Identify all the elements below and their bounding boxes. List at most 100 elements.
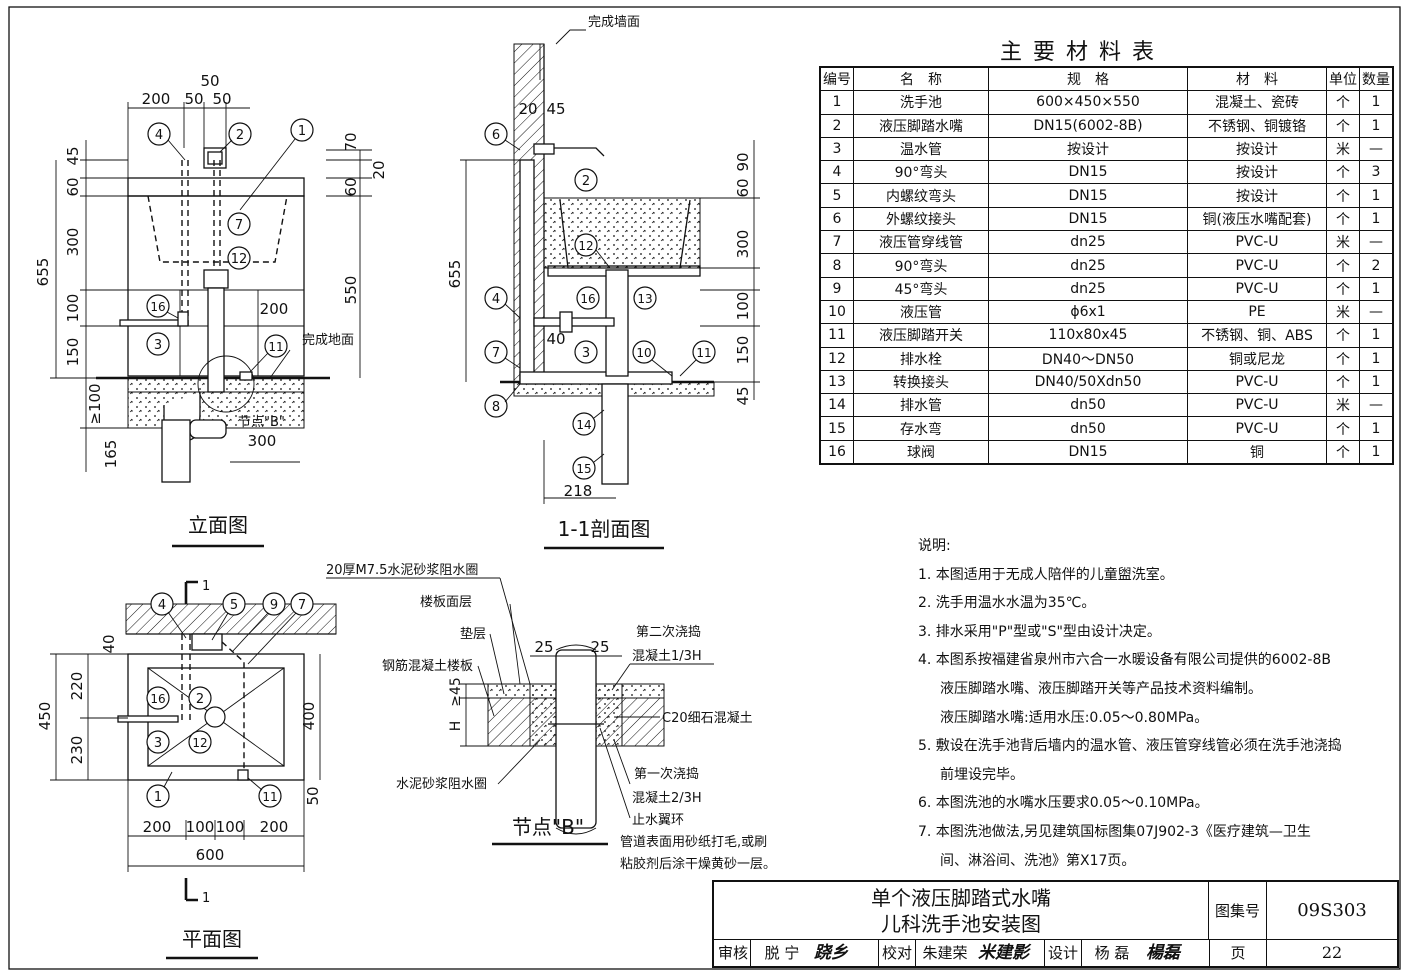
- review-label: 审核: [716, 940, 751, 966]
- cell-qty: 1: [1359, 113, 1394, 138]
- cell-material: 铜: [1187, 439, 1327, 465]
- svg-text:11: 11: [696, 346, 711, 360]
- node-b-title: 节点"B": [512, 815, 584, 839]
- cell-name: 存水弯: [853, 416, 989, 441]
- note-3: 3. 排水采用"P"型或"S"型由设计决定。: [918, 623, 1161, 640]
- cell-material: PVC-U: [1187, 276, 1327, 301]
- cell-name: 球阀: [853, 439, 989, 465]
- cell-name: 液压脚踏水嘴: [853, 113, 989, 138]
- cell-spec: dn25: [988, 253, 1188, 278]
- cell-qty: —: [1359, 230, 1394, 255]
- title-line-1: 单个液压脚踏式水嘴: [871, 886, 1051, 910]
- svg-text:5: 5: [230, 598, 238, 613]
- section-view: 完成墙面 6 2 12 4 16 13 3 7 10 11 8 14 15: [446, 15, 760, 550]
- cell-qty: 1: [1359, 90, 1394, 115]
- svg-text:8: 8: [492, 400, 500, 415]
- svg-text:2: 2: [236, 128, 244, 143]
- cell-unit: 个: [1326, 416, 1360, 441]
- cell-material: PE: [1187, 299, 1327, 325]
- cell-qty: 1: [1359, 439, 1394, 465]
- cell-name: 液压管穿线管: [853, 230, 989, 255]
- cell-spec: DN40/50Xdn50: [988, 369, 1188, 395]
- first-pour-h-label: 混凝土2/3H: [632, 790, 702, 806]
- table-header-row: 编号 名 称 规 格 材 料 单位 数量: [819, 66, 1394, 92]
- plan-view: 1 1 4 5 9 7 16 2 3 12 1 11 450 220 230 4…: [36, 579, 337, 960]
- c20-label: C20细石混凝土: [662, 710, 753, 726]
- dim-p-600: 600: [196, 846, 225, 864]
- dim-e-50a: 50: [184, 90, 203, 108]
- reviewer-signature: 跷乡: [814, 943, 848, 963]
- cell-qty: 2: [1359, 253, 1394, 278]
- svg-text:12: 12: [192, 736, 207, 750]
- cell-spec: DN15(6002-8B): [988, 113, 1188, 138]
- dim-b-ge45: ≥45: [448, 677, 464, 707]
- cell-unit: 个: [1326, 439, 1360, 465]
- cell-material: 铜或尼龙: [1187, 346, 1327, 371]
- note-4b: 液压脚踏水嘴、液压脚踏开关等产品技术资料编制。: [940, 680, 1262, 697]
- svg-text:4: 4: [492, 292, 500, 307]
- cell-qty: 1: [1359, 206, 1394, 232]
- dim-p-100b: 100: [216, 818, 245, 836]
- elevation-title: 立面图: [188, 513, 248, 537]
- title-block: 单个液压脚踏式水嘴 儿科洗手池安装图 图集号 09S303 审核 脱 宁 跷乡 …: [712, 880, 1399, 968]
- second-pour-h-label: 混凝土1/3H: [632, 648, 702, 664]
- dim-e-165: 165: [102, 440, 120, 469]
- svg-text:16: 16: [150, 692, 165, 706]
- notes: 说明: 1. 本图适用于无成人陪伴的儿童盥洗室。 2. 洗手用温水水温为35℃。…: [918, 532, 1342, 875]
- svg-text:14: 14: [576, 418, 591, 432]
- cell-material: PVC-U: [1187, 253, 1327, 278]
- svg-text:7: 7: [298, 598, 306, 613]
- svg-text:10: 10: [636, 346, 651, 360]
- svg-text:11: 11: [268, 340, 283, 354]
- cell-spec: 600×450×550: [988, 90, 1188, 115]
- dim-e-ge100: ≥100: [86, 383, 104, 424]
- dim-s-100: 100: [734, 292, 752, 321]
- elevation-view: 4 2 1 7 12 16 3 11 完成地面 节点"B" 200 50 50 …: [34, 72, 388, 548]
- dim-b-25a: 25: [534, 638, 553, 656]
- cell-material: 不锈钢、铜镀铬: [1187, 113, 1327, 138]
- dim-p-40: 40: [100, 634, 118, 653]
- note-6: 6. 本图洗池的水嘴水压要求0.05～0.10MPa。: [918, 795, 1209, 812]
- cell-name: 排水管: [853, 393, 989, 418]
- col-material-header: 材 料: [1187, 66, 1327, 92]
- dim-s-90: 90: [734, 152, 752, 171]
- dim-e-60r: 60: [342, 177, 360, 196]
- svg-text:1: 1: [154, 790, 162, 805]
- cushion-label: 垫层: [460, 626, 486, 642]
- svg-text:6: 6: [492, 128, 500, 143]
- cell-spec: dn50: [988, 416, 1188, 441]
- svg-text:13: 13: [637, 292, 652, 306]
- dim-e-550: 550: [342, 276, 360, 305]
- dim-e-50c: 50: [200, 72, 219, 90]
- dim-s-150: 150: [734, 336, 752, 365]
- cell-spec: dn25: [988, 276, 1188, 301]
- cell-unit: 个: [1326, 253, 1360, 278]
- cell-no: 2: [819, 113, 854, 138]
- cell-qty: 1: [1359, 183, 1394, 208]
- svg-text:7: 7: [492, 346, 500, 361]
- cell-unit: 米: [1326, 136, 1360, 162]
- dim-p-220: 220: [68, 672, 86, 701]
- pipe-note-2: 粘胶剂后涂干燥黄砂一层。: [620, 856, 776, 872]
- cell-no: 5: [819, 183, 854, 208]
- cell-qty: —: [1359, 136, 1394, 162]
- cell-material: 不锈钢、铜、ABS: [1187, 323, 1327, 348]
- cell-qty: 1: [1359, 369, 1394, 395]
- cell-no: 6: [819, 206, 854, 232]
- dim-b-25b: 25: [590, 638, 609, 656]
- dim-p-450: 450: [36, 702, 54, 731]
- cell-name: 洗手池: [853, 90, 989, 115]
- cell-material: 按设计: [1187, 160, 1327, 185]
- cell-qty: 3: [1359, 160, 1394, 185]
- col-no-header: 编号: [819, 66, 854, 92]
- cell-no: 4: [819, 160, 854, 185]
- note-2: 2. 洗手用温水水温为35℃。: [918, 595, 1096, 612]
